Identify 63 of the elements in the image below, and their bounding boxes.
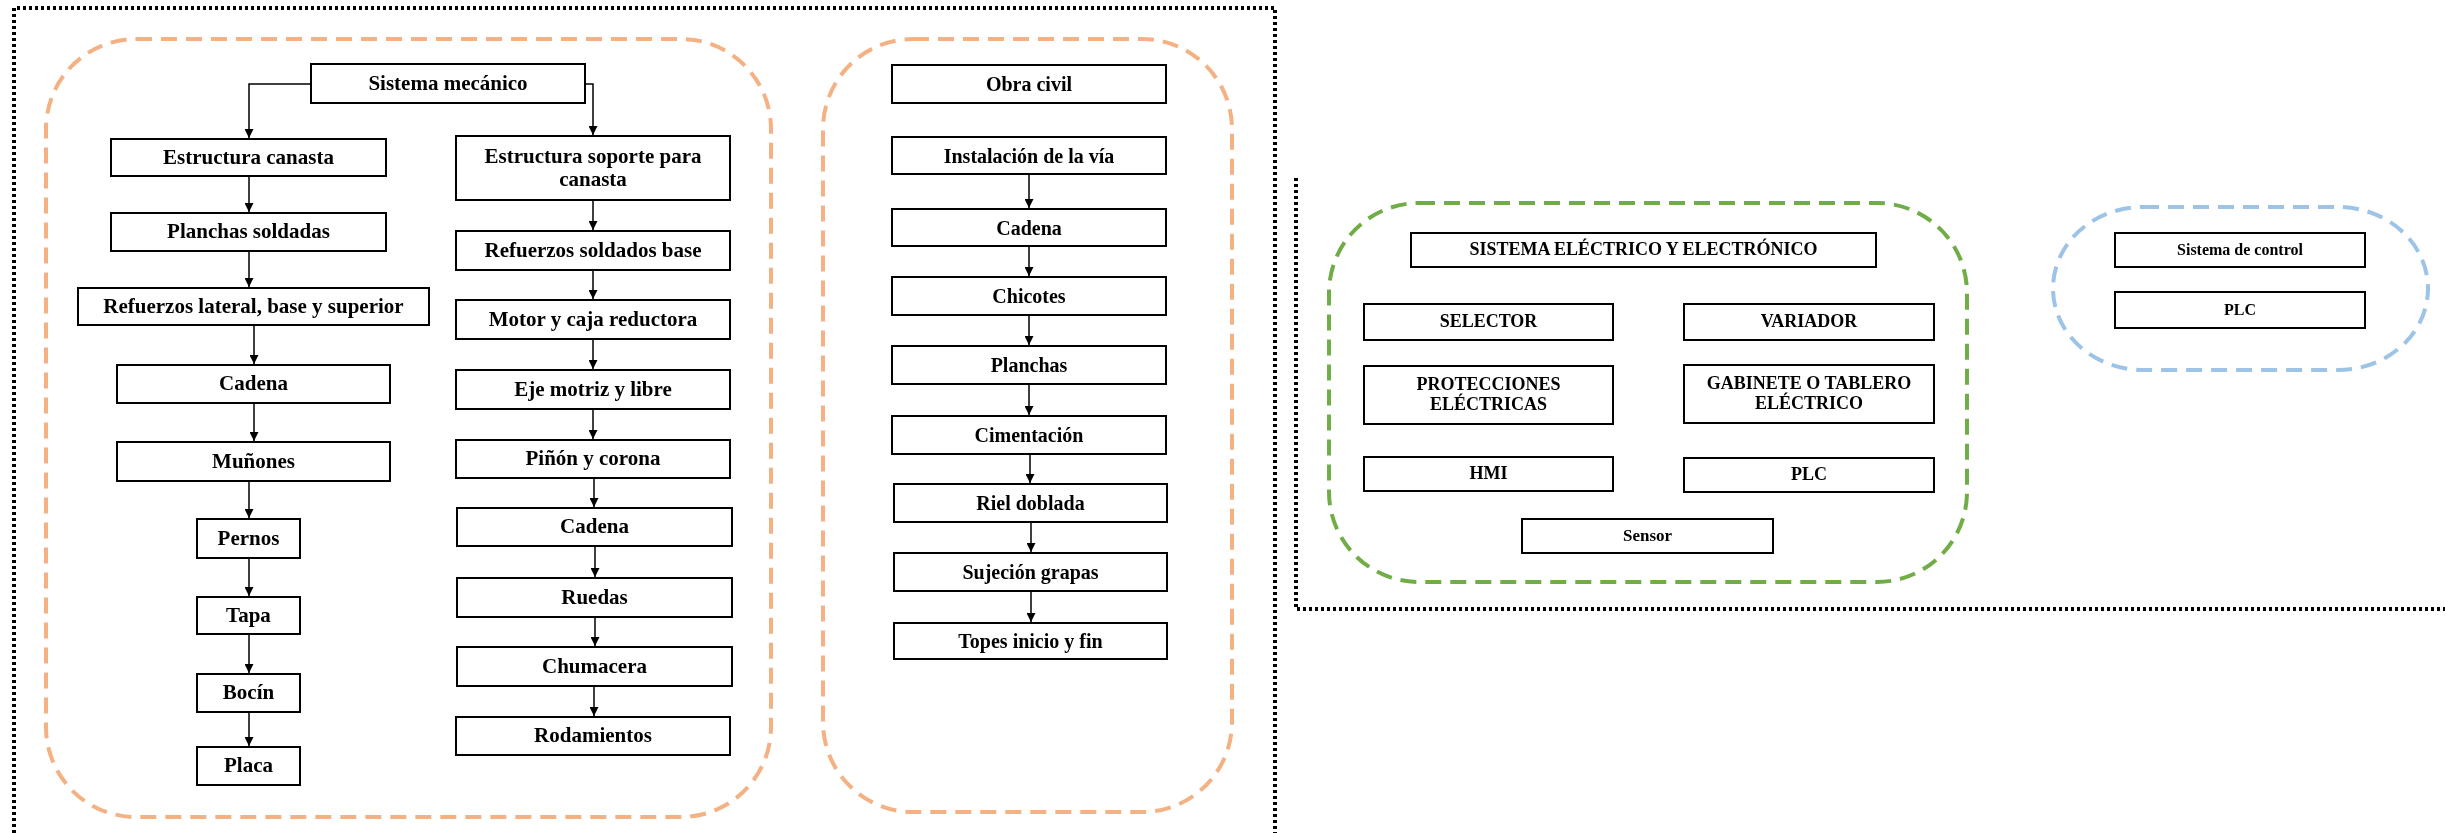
process-box: Cimentación <box>891 415 1167 455</box>
process-box: SELECTOR <box>1363 303 1614 341</box>
arrow <box>244 481 254 519</box>
process-box: Piñón y corona <box>455 439 731 479</box>
arrow <box>1024 315 1034 346</box>
arrow <box>585 83 598 136</box>
process-box: Rodamientos <box>455 716 731 756</box>
process-box: Refuerzos soldados base <box>455 230 731 271</box>
process-box: PLC <box>2114 291 2366 329</box>
process-box: Estructura soporte para canasta <box>455 135 731 201</box>
process-box: Muñones <box>116 441 391 482</box>
arrow <box>1024 174 1034 209</box>
process-box: Eje motriz y libre <box>455 369 731 410</box>
arrow <box>1025 454 1035 484</box>
arrow <box>588 409 598 440</box>
arrow <box>588 200 598 231</box>
arrow <box>244 634 254 674</box>
arrow <box>249 403 259 442</box>
arrow <box>249 325 259 365</box>
process-box: Motor y caja reductora <box>455 299 731 340</box>
arrow <box>1026 522 1036 553</box>
arrow <box>244 176 254 213</box>
process-box: Instalación de la vía <box>891 136 1167 175</box>
arrow <box>588 339 598 370</box>
arrow <box>1024 384 1034 416</box>
process-box: Sistema mecánico <box>310 63 586 104</box>
arrow <box>589 686 599 717</box>
process-box: Planchas soldadas <box>110 212 387 252</box>
arrow <box>1026 591 1036 623</box>
process-box: Pernos <box>196 518 301 559</box>
process-box: SISTEMA ELÉCTRICO Y ELECTRÓNICO <box>1410 232 1877 268</box>
process-box: Planchas <box>891 345 1167 385</box>
process-box: Obra civil <box>891 64 1167 104</box>
arrow <box>244 251 254 288</box>
arrow <box>590 617 600 647</box>
arrow <box>244 558 254 597</box>
process-box: Cadena <box>116 364 391 404</box>
process-box: Estructura canasta <box>110 138 387 177</box>
process-box: Tapa <box>196 596 301 635</box>
process-box: Bocín <box>196 673 301 713</box>
process-box: Cadena <box>891 208 1167 247</box>
process-box: Sistema de control <box>2114 232 2366 268</box>
arrow <box>589 478 599 508</box>
process-box: PLC <box>1683 457 1935 493</box>
process-box: Placa <box>196 746 301 786</box>
process-box: PROTECCIONES ELÉCTRICAS <box>1363 365 1614 425</box>
process-box: VARIADOR <box>1683 303 1935 341</box>
process-box: HMI <box>1363 456 1614 492</box>
arrow <box>244 712 254 747</box>
process-box: Riel doblada <box>893 483 1168 523</box>
process-box: Cadena <box>456 507 733 547</box>
arrow <box>244 83 311 139</box>
arrow <box>588 270 598 300</box>
process-box: GABINETE O TABLERO ELÉCTRICO <box>1683 364 1935 424</box>
process-box: Topes inicio y fin <box>893 622 1168 660</box>
process-box: Chumacera <box>456 646 733 687</box>
process-box: Ruedas <box>456 577 733 618</box>
process-box: Refuerzos lateral, base y superior <box>77 287 430 326</box>
arrow <box>1024 246 1034 277</box>
process-box: Sujeción grapas <box>893 552 1168 592</box>
arrow <box>590 546 600 578</box>
process-box: Sensor <box>1521 518 1774 554</box>
process-box: Chicotes <box>891 276 1167 316</box>
